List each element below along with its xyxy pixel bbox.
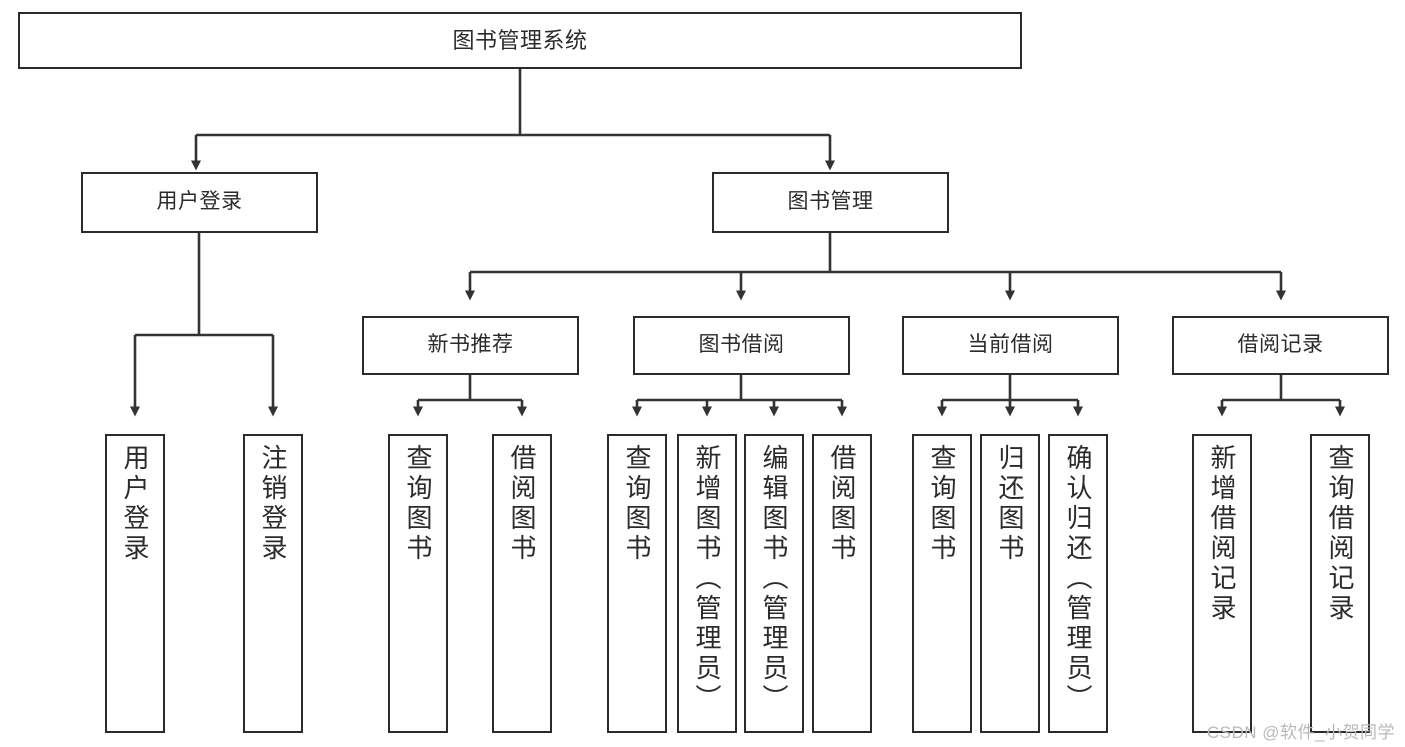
node-label: 新增借阅记录 <box>1207 444 1237 624</box>
node-leaf-add-book-admin[interactable]: 新增图书（管理员） <box>677 434 737 733</box>
node-label: 查询借阅记录 <box>1325 444 1355 624</box>
node-label: 图书管理 <box>787 190 874 214</box>
node-leaf-edit-book-admin[interactable]: 编辑图书（管理员） <box>744 434 804 733</box>
node-label: 图书管理系统 <box>452 27 588 53</box>
node-label: 用户登录 <box>120 444 150 564</box>
node-label: 新增图书（管理员） <box>692 444 722 714</box>
node-label: 编辑图书（管理员） <box>759 444 789 714</box>
node-leaf-user-login[interactable]: 用户登录 <box>105 434 165 733</box>
node-current-borrow[interactable]: 当前借阅 <box>902 316 1119 375</box>
node-label: 归还图书 <box>995 444 1025 564</box>
node-root-book-management-system[interactable]: 图书管理系统 <box>18 12 1022 69</box>
node-label: 新书推荐 <box>427 333 514 357</box>
node-label: 查询图书 <box>927 444 957 564</box>
node-leaf-query-book-borrow[interactable]: 查询图书 <box>607 434 667 733</box>
node-leaf-borrow-book-recommend[interactable]: 借阅图书 <box>492 434 552 733</box>
node-label: 借阅图书 <box>827 444 857 564</box>
node-leaf-borrow-book[interactable]: 借阅图书 <box>812 434 872 733</box>
node-user-login[interactable]: 用户登录 <box>81 172 318 233</box>
node-leaf-logout[interactable]: 注销登录 <box>243 434 303 733</box>
watermark-text: CSDN @软件_小贺同学 <box>1206 723 1395 742</box>
node-label: 借阅记录 <box>1237 333 1324 357</box>
node-leaf-query-book-current[interactable]: 查询图书 <box>912 434 972 733</box>
node-leaf-confirm-return-admin[interactable]: 确认归还（管理员） <box>1048 434 1108 733</box>
node-leaf-return-book[interactable]: 归还图书 <box>980 434 1040 733</box>
node-leaf-query-borrow-record[interactable]: 查询借阅记录 <box>1310 434 1370 733</box>
node-book-management[interactable]: 图书管理 <box>712 172 949 233</box>
node-label: 查询图书 <box>403 444 433 564</box>
node-new-book-recommend[interactable]: 新书推荐 <box>362 316 579 375</box>
node-label: 查询图书 <box>622 444 652 564</box>
node-label: 注销登录 <box>258 444 288 564</box>
node-leaf-add-borrow-record[interactable]: 新增借阅记录 <box>1192 434 1252 733</box>
node-label: 当前借阅 <box>967 333 1054 357</box>
node-book-borrow[interactable]: 图书借阅 <box>633 316 850 375</box>
node-label: 图书借阅 <box>698 333 785 357</box>
node-borrow-record[interactable]: 借阅记录 <box>1172 316 1389 375</box>
node-label: 用户登录 <box>156 190 243 214</box>
node-label: 借阅图书 <box>507 444 537 564</box>
node-label: 确认归还（管理员） <box>1063 444 1093 714</box>
node-leaf-query-book-recommend[interactable]: 查询图书 <box>388 434 448 733</box>
